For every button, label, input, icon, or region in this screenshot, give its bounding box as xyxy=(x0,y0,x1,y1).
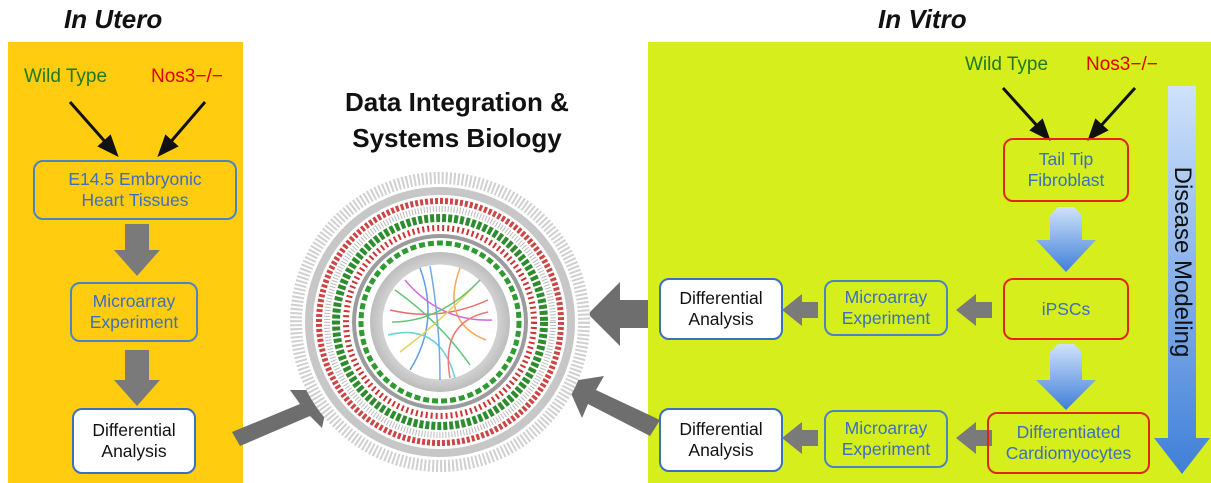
ipscs-box: iPSCs xyxy=(1003,278,1129,340)
utero-nos3-label: Nos3−/− xyxy=(151,66,223,87)
in-vitro-heading: In Vitro xyxy=(878,4,967,34)
integration-arrows xyxy=(232,282,660,446)
cardiomyocytes-box: Differentiated Cardiomyocytes xyxy=(987,412,1150,474)
vitro-input-arrows xyxy=(1001,86,1137,142)
in-utero-heading: In Utero xyxy=(64,4,163,34)
vitro-analysis-top-box: Differential Analysis xyxy=(659,278,783,340)
utero-input-arrows xyxy=(68,101,207,158)
vitro-nos3-label: Nos3−/− xyxy=(1086,54,1158,75)
utero-analysis-box: Differential Analysis xyxy=(72,408,196,474)
vitro-microarray-top-box: Microarray Experiment xyxy=(824,280,948,336)
vitro-left-arrows xyxy=(782,294,992,454)
fibroblast-box: Tail Tip Fibroblast xyxy=(1003,138,1129,202)
vitro-wild-type-label: Wild Type xyxy=(965,54,1049,75)
circos-plot xyxy=(290,172,590,472)
embryonic-heart-box: E14.5 Embryonic Heart Tissues xyxy=(33,160,237,220)
integration-title: Data Integration & Systems Biology xyxy=(345,87,569,154)
vitro-analysis-bottom-box: Differential Analysis xyxy=(659,408,783,472)
vitro-microarray-bottom-box: Microarray Experiment xyxy=(824,410,948,468)
utero-wild-type-label: Wild Type xyxy=(24,66,108,87)
utero-flow-arrows xyxy=(114,224,160,406)
disease-modeling-text: Disease Modeling xyxy=(1169,166,1196,358)
utero-microarray-box: Microarray Experiment xyxy=(70,282,198,342)
vitro-flow-arrows xyxy=(1036,207,1096,410)
disease-modeling-arrow xyxy=(1154,86,1210,474)
